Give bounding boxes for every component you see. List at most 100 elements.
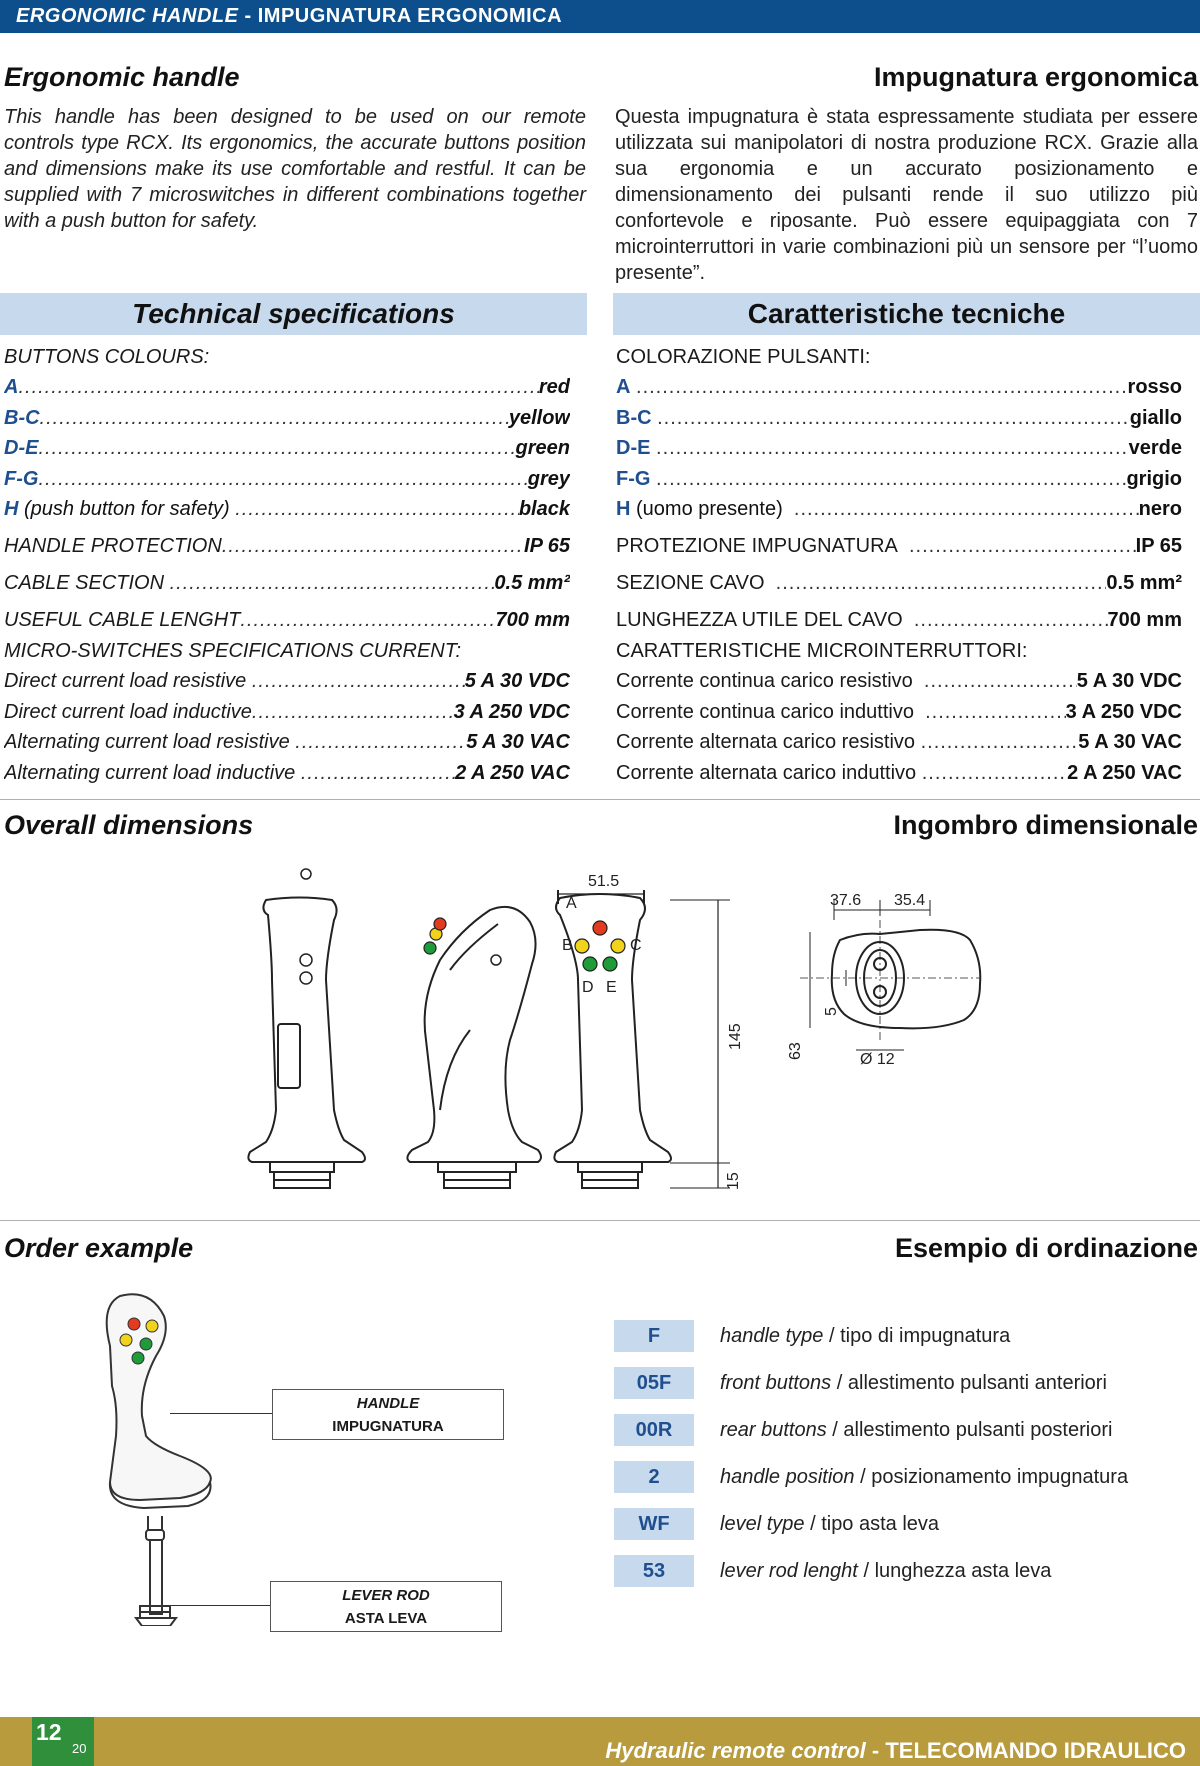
colour-row-de-en: D-E green <box>4 435 570 461</box>
handle-rear-view <box>553 893 672 1163</box>
footer-bar <box>0 1717 1200 1766</box>
callout-leader-rod <box>160 1605 272 1606</box>
buttons-colours-label-it: COLORAZIONE PULSANTI: <box>616 346 871 368</box>
btn-label-a: A <box>566 895 577 912</box>
header-title-en: ERGONOMIC HANDLE <box>16 5 239 27</box>
specs-heading-en: Technical specifications <box>0 293 587 335</box>
buttons-colours-label-en: BUTTONS COLOURS: <box>4 346 210 368</box>
callout-leader-handle <box>170 1413 272 1414</box>
btn-label-b: B <box>562 937 573 954</box>
specs-heading-it: Caratteristiche tecniche <box>613 293 1200 335</box>
micro-row-en: Direct current load resistive 5 A 30 VDC <box>4 668 570 694</box>
micro-row-it: Corrente continua carico resistivo 5 A 3… <box>616 668 1182 694</box>
dimension-drawing: 51.5 A B C D E 145 15 63 5 37.6 35.4 Ø 1… <box>247 868 982 1190</box>
order-row: 00R rear buttons / allestimento pulsanti… <box>614 1414 1200 1446</box>
order-row: 05F front buttons / allestimento pulsant… <box>614 1367 1200 1399</box>
dim-depth: 63 <box>787 1042 804 1060</box>
section-divider <box>0 799 1200 800</box>
intro-heading-it: Impugnatura ergonomica <box>873 62 1198 92</box>
colour-row-a-it: A rosso <box>616 374 1182 400</box>
colour-row-a-en: Ared <box>4 374 570 400</box>
micro-row-en: Alternating current load inductive 2 A 2… <box>4 760 570 786</box>
order-description: front buttons / allestimento pulsanti an… <box>720 1371 1107 1394</box>
handle-assembly-illustration <box>105 1293 212 1626</box>
dimensions-heading-it: Ingombro dimensionale <box>893 810 1198 840</box>
handle-front-view <box>247 896 366 1163</box>
order-description: lever rod lenght / lunghezza asta leva <box>720 1559 1052 1582</box>
colour-key: F-G <box>4 468 39 490</box>
order-description: handle position / posizionamento impugna… <box>720 1465 1129 1488</box>
cable-section-row-en: CABLE SECTION 0.5 mm² <box>4 570 570 596</box>
micro-row-en: Alternating current load resistive 5 A 3… <box>4 729 570 755</box>
handle-protection-row-it: PROTEZIONE IMPUGNATURA IP 65 <box>616 533 1182 559</box>
micro-row-it: Corrente continua carico induttivo 3 A 2… <box>616 699 1182 725</box>
callout-handle: HANDLE IMPUGNATURA <box>272 1389 504 1440</box>
cable-length-row-it: LUNGHEZZA UTILE DEL CAVO 700 mm <box>616 607 1182 633</box>
handle-bottom-view <box>830 928 982 1030</box>
order-code: F <box>614 1320 694 1352</box>
order-code: 05F <box>614 1367 694 1399</box>
colour-value: red <box>538 376 570 398</box>
order-heading-it: Esempio di ordinazione <box>894 1233 1198 1263</box>
btn-label-c: C <box>630 937 642 954</box>
micro-row-it: Corrente alternata carico resistivo 5 A … <box>616 729 1182 755</box>
intro-text-en: This handle has been designed to be used… <box>4 106 586 232</box>
dim-w1: 37.6 <box>830 892 861 909</box>
colour-key: A <box>4 376 19 398</box>
micro-heading-it: CARATTERISTICHE MICROINTERRUTTORI: <box>616 640 1028 662</box>
cable-section-row-it: SEZIONE CAVO 0.5 mm² <box>616 570 1182 596</box>
dim-base: 15 <box>725 1172 742 1190</box>
micro-heading-en: MICRO-SWITCHES SPECIFICATIONS CURRENT: <box>4 640 462 662</box>
dim-small: 5 <box>823 1007 840 1016</box>
order-heading-en: Order example <box>4 1233 194 1263</box>
colour-row-h-it: H (uomo presente) nero <box>616 496 1182 522</box>
header-separator: - <box>244 5 252 27</box>
colour-row-bc-it: B-C giallo <box>616 405 1182 431</box>
order-code: WF <box>614 1508 694 1540</box>
order-row: F handle type / tipo di impugnatura <box>614 1320 1200 1352</box>
order-code: 2 <box>614 1461 694 1493</box>
order-code: 00R <box>614 1414 694 1446</box>
order-code: 53 <box>614 1555 694 1587</box>
header-title-it: IMPUGNATURA ERGONOMICA <box>257 5 563 27</box>
colour-value: grey <box>527 468 570 490</box>
dim-width: 51.5 <box>588 873 619 890</box>
page-number: 12 <box>36 1719 62 1745</box>
colour-key: D-E <box>4 437 39 459</box>
colour-row-de-it: D-E verde <box>616 435 1182 461</box>
order-row: WF level type / tipo asta leva <box>614 1508 1200 1540</box>
page-subnumber: 20 <box>72 1741 87 1756</box>
colour-value: green <box>515 437 570 459</box>
dim-w2: 35.4 <box>894 892 925 909</box>
colour-row-bc-en: B-C yellow <box>4 405 570 431</box>
colour-value: yellow <box>508 407 570 429</box>
micro-row-en: Direct current load inductive3 A 250 VDC <box>4 699 570 725</box>
handle-protection-row-en: HANDLE PROTECTIONIP 65 <box>4 533 570 559</box>
handle-side-view <box>406 906 542 1163</box>
colour-row-fg-it: F-G grigio <box>616 466 1182 492</box>
cable-length-row-en: USEFUL CABLE LENGHT700 mm <box>4 607 570 633</box>
btn-label-d: D <box>582 979 594 996</box>
intro-text-it: Questa impugnatura è stata espressamente… <box>615 106 1198 284</box>
dim-diameter: Ø 12 <box>860 1051 895 1068</box>
dimensions-heading-en: Overall dimensions <box>4 810 254 840</box>
colour-row-h-en: H (push button for safety) black <box>4 496 570 522</box>
order-description: handle type / tipo di impugnatura <box>720 1324 1011 1347</box>
order-description: level type / tipo asta leva <box>720 1512 940 1535</box>
colour-row-fg-en: F-G grey <box>4 466 570 492</box>
colour-value: black <box>518 498 570 520</box>
micro-row-it: Corrente alternata carico induttivo 2 A … <box>616 760 1182 786</box>
dim-height: 145 <box>727 1023 744 1050</box>
order-row: 2 handle position / posizionamento impug… <box>614 1461 1200 1493</box>
order-row: 53 lever rod lenght / lunghezza asta lev… <box>614 1555 1200 1587</box>
intro-heading-en: Ergonomic handle <box>4 62 240 92</box>
page-number-box <box>32 1717 94 1766</box>
btn-label-e: E <box>606 979 617 996</box>
order-description: rear buttons / allestimento pulsanti pos… <box>720 1418 1113 1441</box>
colour-key: H (push button for safety) <box>4 498 230 520</box>
section-divider <box>0 1220 1200 1221</box>
callout-lever-rod: LEVER ROD ASTA LEVA <box>270 1581 502 1632</box>
colour-key: B-C <box>4 407 40 429</box>
footer-title: Hydraulic remote control - TELECOMANDO I… <box>605 1738 1186 1763</box>
header-bar: ERGONOMIC HANDLE - IMPUGNATURA ERGONOMIC… <box>0 0 1200 33</box>
